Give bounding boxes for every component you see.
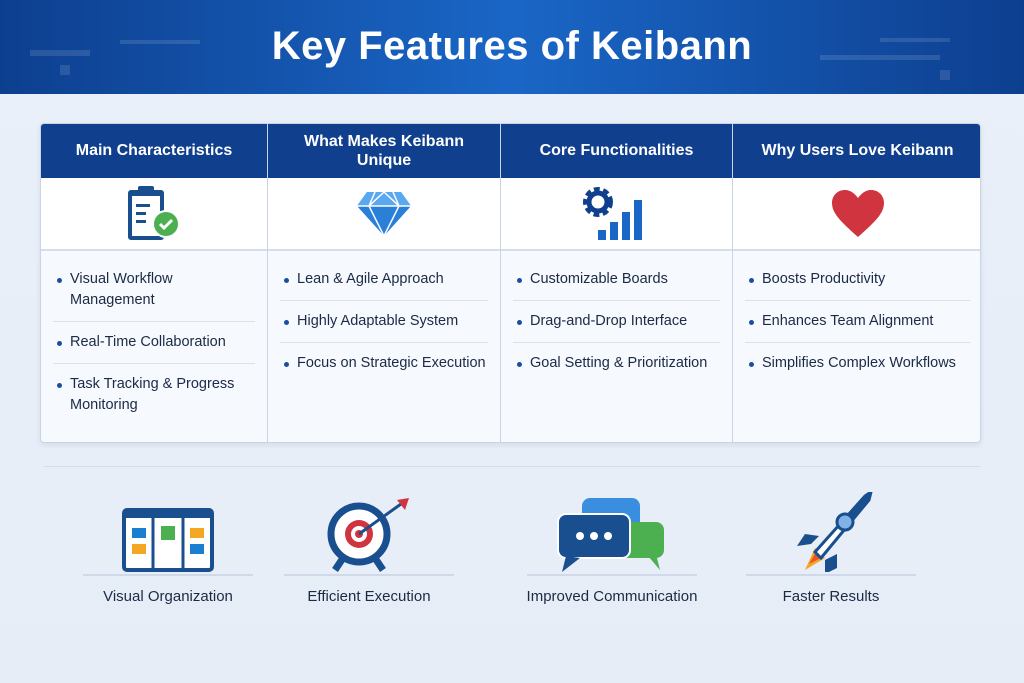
list-item: Lean & Agile Approach — [280, 259, 488, 302]
list-item: Simplifies Complex Workflows — [745, 343, 970, 384]
list-item: Real-Time Collaboration — [53, 322, 255, 365]
benefit-label: Visual Organization — [103, 588, 233, 605]
column-core-functionalities: Core Functionalities Customizable Boards… — [501, 124, 733, 442]
benefit-improved-communication: Improved Communication — [512, 488, 712, 605]
list-item: Enhances Team Alignment — [745, 301, 970, 344]
benefit-label: Efficient Execution — [307, 588, 431, 605]
kanban-board-icon — [122, 508, 214, 572]
rocket-icon — [797, 492, 873, 572]
list-item: Focus on Strategic Execution — [280, 343, 488, 384]
list-item: Task Tracking & Progress Monitoring — [53, 364, 255, 426]
benefit-label: Improved Communication — [526, 588, 698, 605]
column-heading: Core Functionalities — [501, 124, 732, 178]
list-item: Visual Workflow Management — [53, 259, 255, 323]
list-item: Drag-and-Drop Interface — [513, 301, 720, 344]
section-divider — [44, 466, 980, 467]
page-title: Key Features of Keibann — [271, 24, 753, 68]
gear-chart-icon — [582, 186, 642, 240]
column-heading: Why Users Love Keibann — [733, 124, 980, 178]
column-why-users-love: Why Users Love Keibann Boosts Productivi… — [733, 124, 980, 442]
column-main-characteristics: Main Characteristics Visual Workflow Man… — [41, 124, 268, 442]
list-item: Highly Adaptable System — [280, 301, 488, 344]
diamond-icon — [357, 190, 411, 238]
benefit-faster-results: Faster Results — [731, 488, 931, 605]
clipboard-check-icon — [128, 185, 180, 240]
target-arrow-icon — [327, 498, 409, 572]
list-item: Boosts Productivity — [745, 259, 970, 302]
list-item: Goal Setting & Prioritization — [513, 343, 720, 384]
features-table: Main Characteristics Visual Workflow Man… — [40, 123, 981, 443]
column-heading: What Makes Keibann Unique — [268, 124, 500, 178]
title-banner: Key Features of Keibann — [0, 0, 1024, 94]
benefit-visual-organization: Visual Organization — [68, 488, 268, 605]
chat-bubbles-icon — [557, 498, 664, 572]
column-heading: Main Characteristics — [41, 124, 267, 178]
heart-icon — [831, 189, 884, 237]
column-unique: What Makes Keibann Unique Lean & Agile A… — [268, 124, 501, 442]
benefit-label: Faster Results — [782, 588, 880, 605]
list-item: Customizable Boards — [513, 259, 720, 302]
benefit-efficient-execution: Efficient Execution — [269, 488, 469, 605]
